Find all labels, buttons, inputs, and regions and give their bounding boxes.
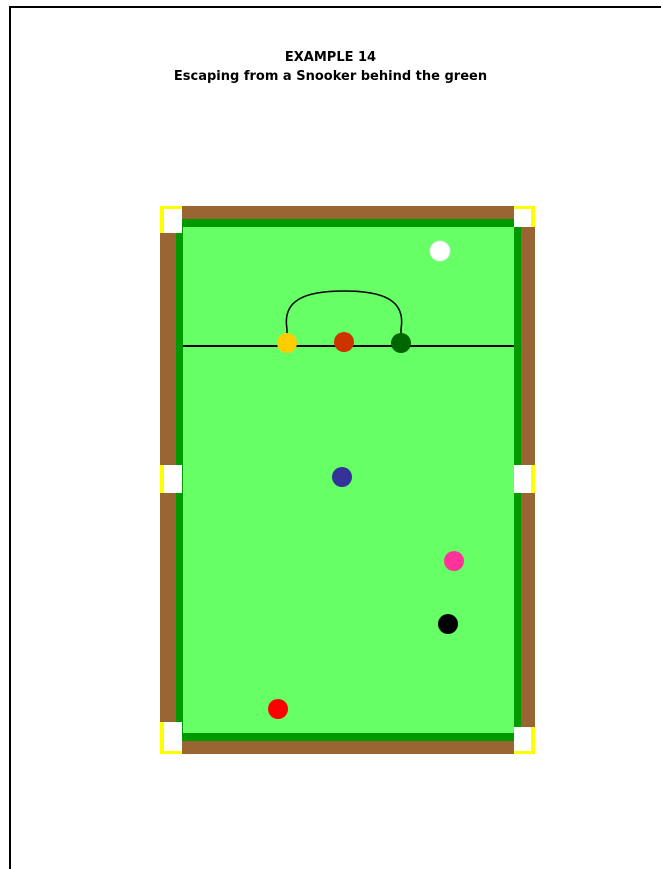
ball-blue	[332, 467, 352, 487]
pocket-top-left	[160, 206, 182, 233]
pocket-middle-right	[514, 465, 535, 493]
ball-green	[391, 333, 411, 353]
ball-black	[438, 614, 458, 634]
pocket-middle-left	[160, 465, 182, 493]
pocket-bottom-left	[160, 722, 182, 754]
ball-white	[430, 241, 450, 261]
ball-yellow	[277, 333, 297, 353]
ball-pink	[444, 551, 464, 571]
ball-brown	[334, 332, 354, 352]
pocket-top-right	[514, 206, 535, 227]
pocket-bottom-right	[514, 727, 535, 754]
ball-red	[268, 699, 288, 719]
